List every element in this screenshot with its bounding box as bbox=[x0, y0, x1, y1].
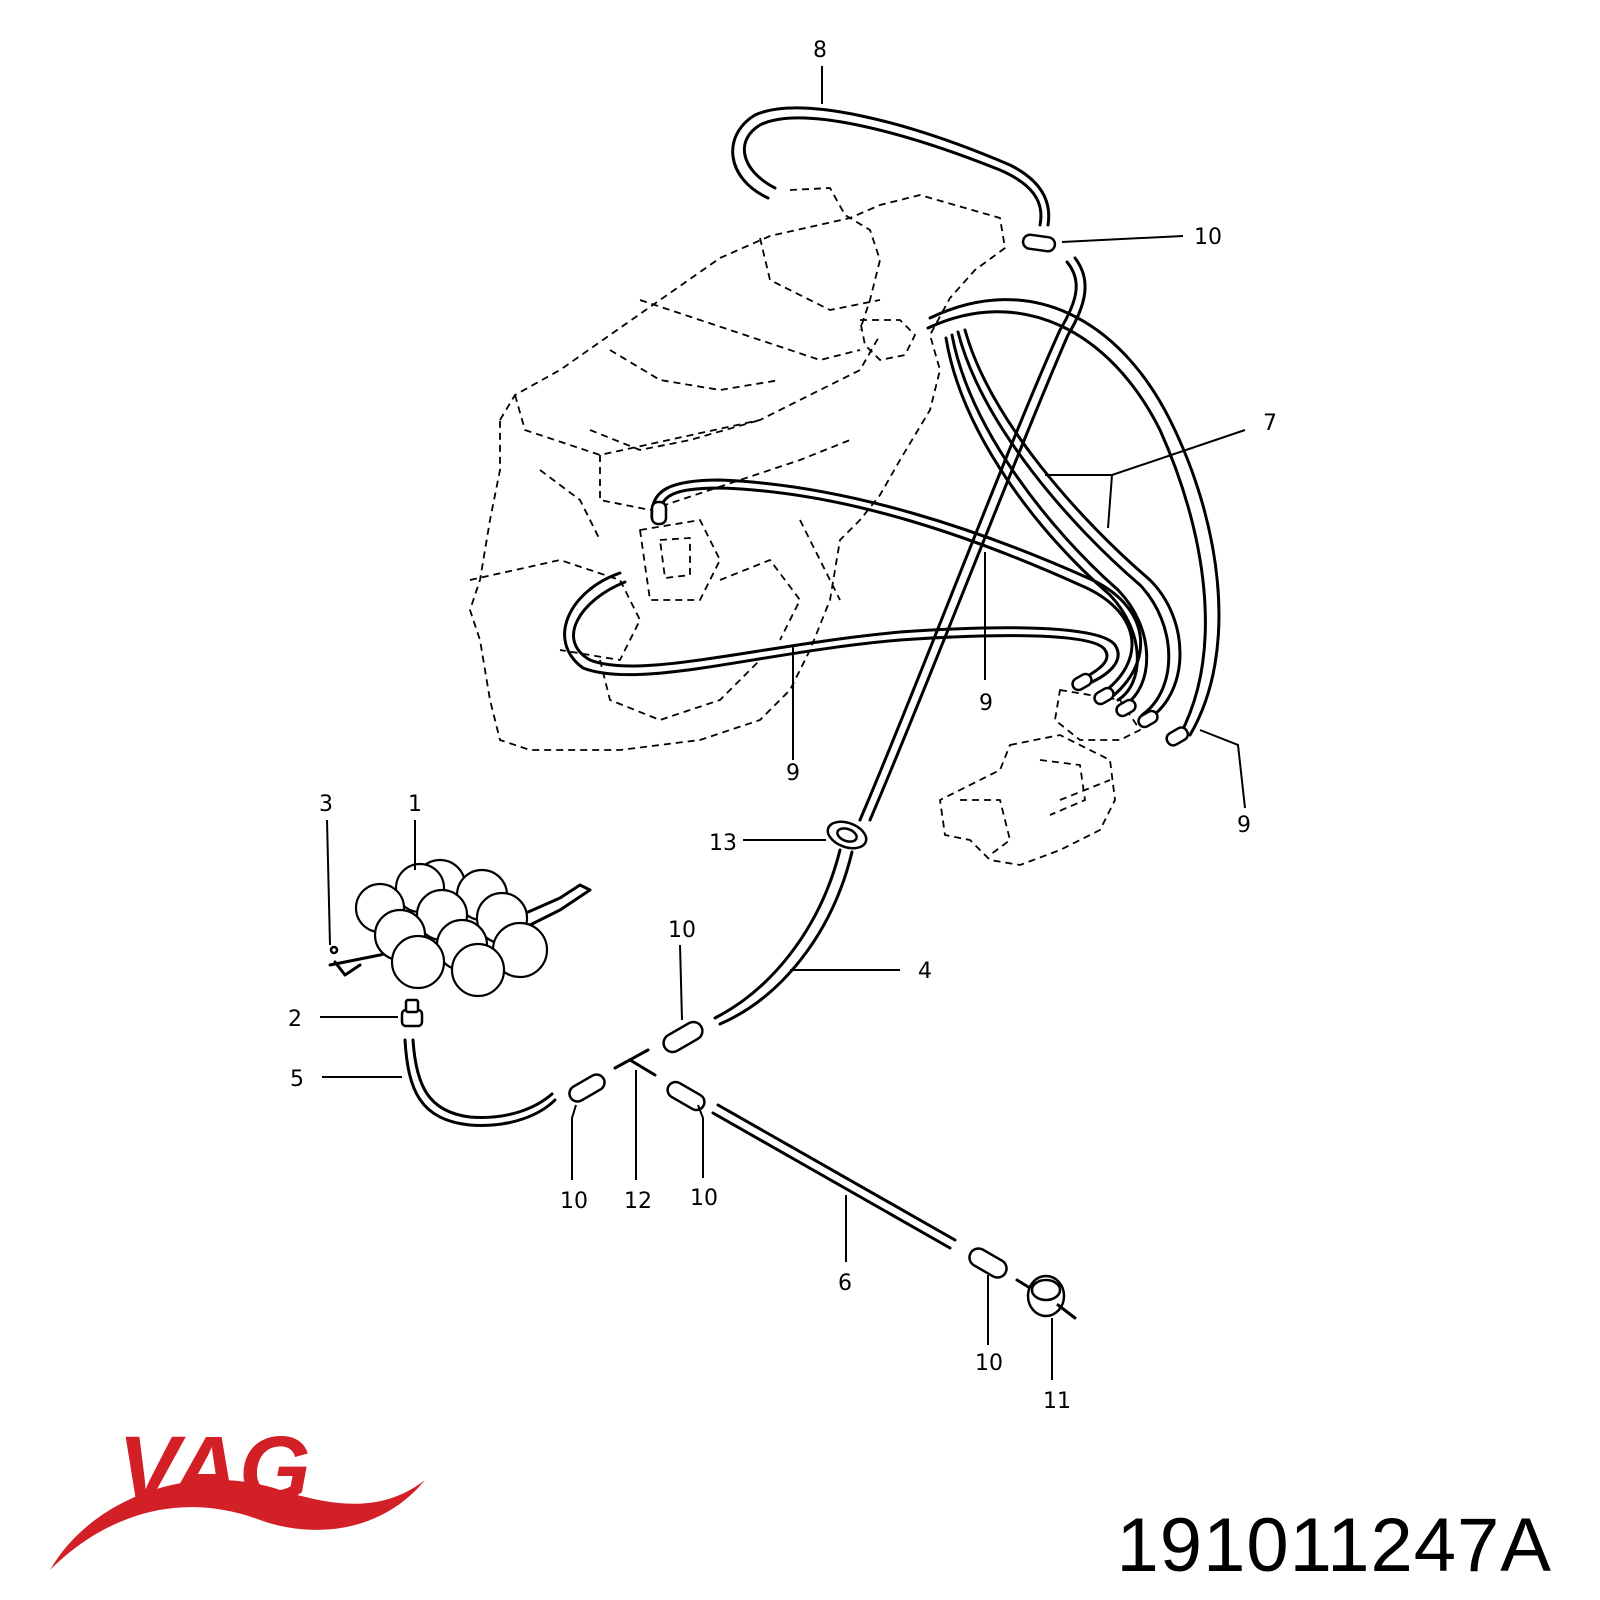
check-valve-11 bbox=[1015, 1274, 1077, 1320]
callout-9-c: 9 bbox=[1237, 813, 1251, 838]
hose-ends bbox=[650, 500, 1190, 747]
callout-10-top: 10 bbox=[1194, 225, 1222, 250]
callout-10-mid: 10 bbox=[668, 918, 696, 943]
valve-block-outline bbox=[939, 689, 1141, 866]
hose-9-lower bbox=[563, 571, 1120, 687]
hose-connector-10 bbox=[568, 1020, 1008, 1279]
charcoal-canister-1 bbox=[328, 858, 592, 998]
callout-10-b2: 10 bbox=[690, 1186, 718, 1211]
logo-text: VAG bbox=[118, 1420, 311, 1520]
leader-lines bbox=[320, 66, 1246, 1380]
callout-12: 12 bbox=[624, 1189, 652, 1214]
hoses-7-bundle bbox=[926, 298, 1221, 737]
hose-5 bbox=[403, 1038, 557, 1127]
engine-outline bbox=[469, 187, 1006, 751]
hose-6 bbox=[711, 1103, 957, 1250]
grommet-13 bbox=[826, 820, 868, 850]
hose-9-upper bbox=[650, 478, 1143, 702]
callout-9-a: 9 bbox=[979, 691, 993, 716]
cap-2 bbox=[400, 998, 424, 1028]
callout-11: 11 bbox=[1043, 1389, 1071, 1414]
callout-6: 6 bbox=[838, 1271, 852, 1296]
callout-5: 5 bbox=[290, 1067, 304, 1092]
callout-4: 4 bbox=[918, 959, 932, 984]
hose-8 bbox=[731, 106, 1051, 227]
hose-4 bbox=[713, 848, 854, 1026]
callout-10-b3: 10 bbox=[975, 1351, 1003, 1376]
callout-2: 2 bbox=[288, 1007, 302, 1032]
t-piece-12 bbox=[613, 1048, 657, 1077]
callout-7: 7 bbox=[1263, 411, 1277, 436]
callout-1: 1 bbox=[408, 792, 422, 817]
vag-logo: VAG bbox=[50, 1420, 425, 1570]
hose-10-top-connector bbox=[1021, 233, 1057, 253]
part-number: 191011247A bbox=[1116, 1503, 1552, 1588]
callout-8: 8 bbox=[813, 38, 827, 63]
callout-13: 13 bbox=[709, 831, 737, 856]
callout-3: 3 bbox=[319, 792, 333, 817]
logo-swoosh bbox=[50, 1479, 425, 1570]
callout-9-b: 9 bbox=[786, 761, 800, 786]
callout-10-b1: 10 bbox=[560, 1189, 588, 1214]
